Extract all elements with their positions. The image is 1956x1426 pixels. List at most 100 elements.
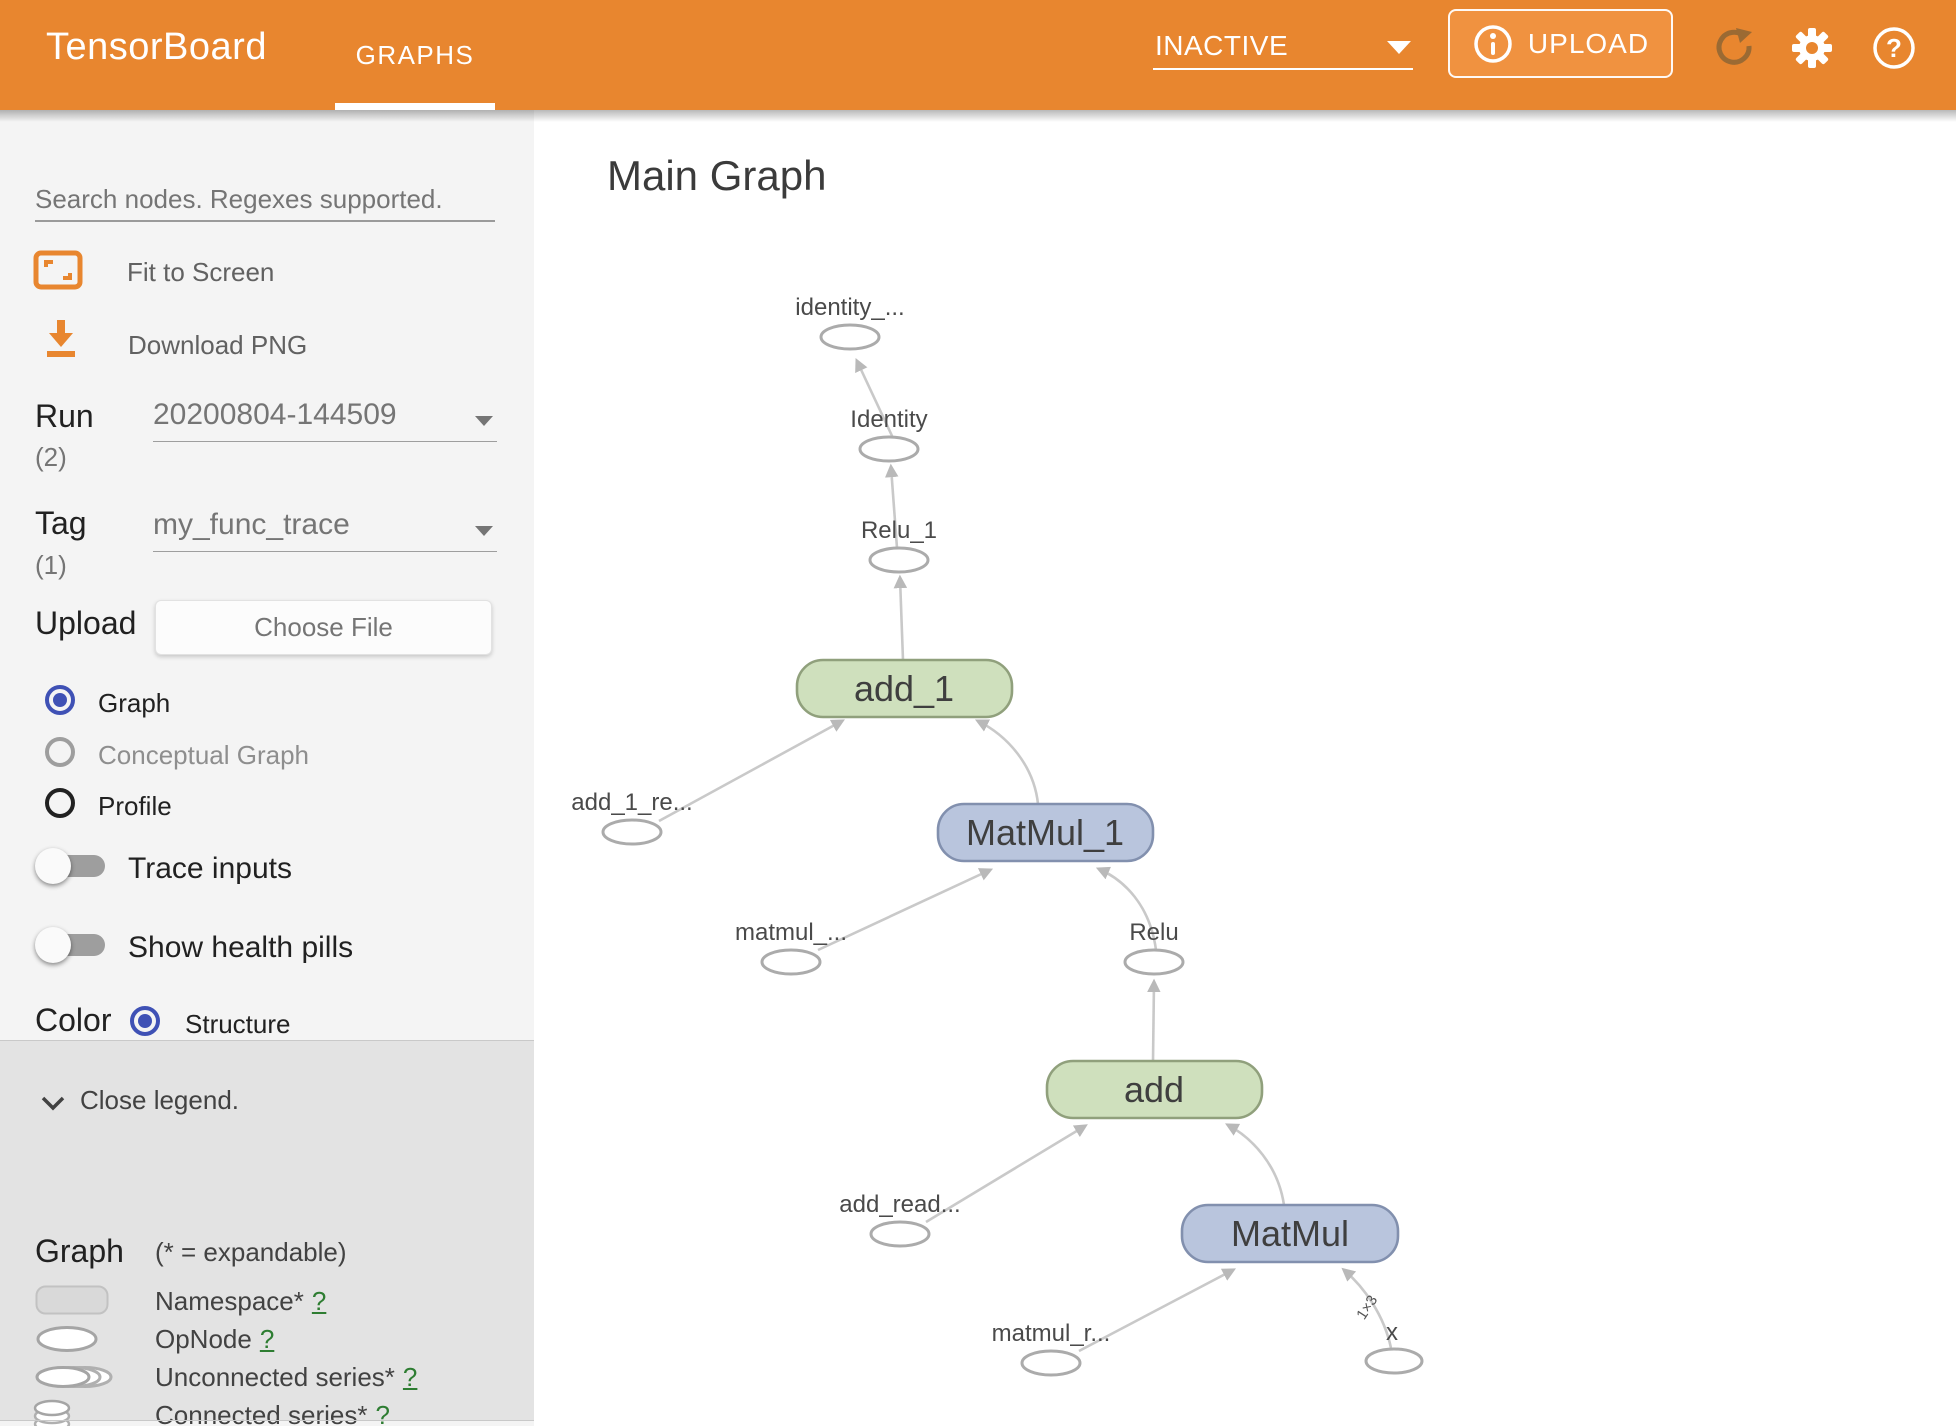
- help-icon[interactable]: ?: [1872, 26, 1916, 70]
- help-link[interactable]: ?: [311, 1286, 327, 1316]
- node-add-read[interactable]: [869, 1220, 931, 1248]
- radio-conceptual-graph-label[interactable]: Conceptual Graph: [98, 740, 310, 770]
- upload-label: Upload: [35, 605, 137, 641]
- graph-controls-sidebar: Fit to Screen Download PNG Run (2) 20200…: [0, 110, 534, 1426]
- data-status-dropdown[interactable]: INACTIVE: [1153, 24, 1413, 72]
- tag-select[interactable]: my_func_trace: [153, 508, 497, 552]
- gear-icon[interactable]: [1790, 26, 1834, 70]
- node-x[interactable]: [1364, 1347, 1424, 1375]
- radio-graph[interactable]: [45, 685, 75, 715]
- trace-inputs-toggle[interactable]: [35, 848, 110, 884]
- trace-inputs-label: Trace inputs: [128, 852, 292, 885]
- radio-profile-label[interactable]: Profile: [98, 791, 172, 821]
- tab-graphs[interactable]: GRAPHS: [355, 39, 475, 70]
- run-label: Run: [35, 398, 94, 434]
- legend-panel: Close legend. Graph (* = expandable) Nam…: [0, 1040, 534, 1426]
- download-icon: [47, 320, 75, 357]
- caret-down-icon: [475, 526, 493, 536]
- show-health-pills-label: Show health pills: [128, 931, 354, 964]
- legend-item-connected-series: Connected series*?: [155, 1400, 390, 1426]
- legend-expandable-note: (* = expandable): [155, 1237, 347, 1267]
- node-matmul-read-1[interactable]: [760, 948, 822, 976]
- data-status-value: INACTIVE: [1155, 30, 1289, 61]
- radio-color-structure[interactable]: [130, 1006, 160, 1036]
- node-label: Relu_1: [861, 517, 937, 544]
- node-add-1[interactable]: [795, 658, 1014, 719]
- opnode-icon: [36, 1326, 98, 1352]
- tag-label: Tag: [35, 505, 87, 541]
- radio-conceptual-graph[interactable]: [45, 737, 75, 767]
- node-label: matmul_r...: [992, 1320, 1111, 1347]
- choose-file-button[interactable]: Choose File: [155, 600, 492, 655]
- fit-to-screen-button[interactable]: Fit to Screen: [127, 257, 275, 287]
- edge-matmul-to-add: [1225, 1123, 1286, 1206]
- node-label: add_1_re...: [571, 789, 692, 816]
- caret-down-icon: [475, 416, 493, 426]
- node-label: MatMul: [1231, 1213, 1349, 1254]
- tag-count: (1): [35, 550, 67, 580]
- node-label: add_read...: [839, 1191, 960, 1218]
- node-label: Identity: [850, 406, 927, 433]
- close-legend-button[interactable]: Close legend.: [80, 1085, 239, 1115]
- node-label: matmul_...: [735, 919, 847, 946]
- graph-canvas[interactable]: Main Graph 1×3: [534, 110, 1956, 1426]
- edge-shape-label: 1×3: [1353, 1292, 1381, 1323]
- chevron-down-icon: [41, 1096, 65, 1111]
- edge-x-to-matmul: [1341, 1267, 1393, 1349]
- legend-heading: Graph: [35, 1233, 124, 1269]
- node-relu[interactable]: [1123, 948, 1185, 976]
- run-count: (2): [35, 442, 67, 472]
- namespace-icon: [35, 1285, 109, 1315]
- edge-addread-to-add: [925, 1124, 1088, 1224]
- node-add[interactable]: [1045, 1059, 1264, 1120]
- radio-profile[interactable]: [45, 788, 75, 818]
- active-tab-underline: [335, 103, 495, 110]
- status-dropdown-underline: [1153, 68, 1413, 70]
- graph-svg: 1×3 identity_... Identity Relu_1 add_1_r…: [571, 294, 1424, 1377]
- edge-relu-to-matmul1: [1095, 866, 1158, 951]
- app-header: TensorBoard GRAPHS INACTIVE UPLOAD: [0, 0, 1956, 122]
- run-select[interactable]: 20200804-144509: [153, 398, 497, 442]
- edge-matmulread-to-matmul: [1078, 1268, 1236, 1353]
- help-link[interactable]: ?: [402, 1362, 418, 1392]
- edge-add1read-to-add1: [658, 719, 845, 823]
- run-select-value: 20200804-144509: [153, 398, 397, 431]
- download-png-button[interactable]: Download PNG: [128, 330, 308, 360]
- radio-color-structure-label[interactable]: Structure: [185, 1009, 291, 1039]
- node-identity-out[interactable]: [819, 323, 881, 351]
- node-relu-1[interactable]: [868, 546, 930, 574]
- refresh-icon[interactable]: [1712, 24, 1756, 68]
- svg-text:?: ?: [1886, 33, 1902, 63]
- node-add-1-read[interactable]: [601, 818, 663, 846]
- node-matmul-1[interactable]: [936, 802, 1155, 863]
- color-label: Color: [35, 1002, 112, 1038]
- node-label: add: [1124, 1069, 1184, 1110]
- node-identity[interactable]: [858, 435, 920, 463]
- node-matmul-read[interactable]: [1020, 1349, 1082, 1377]
- radio-graph-label[interactable]: Graph: [98, 688, 171, 718]
- fit-to-screen-icon: [33, 250, 83, 290]
- help-link[interactable]: ?: [375, 1400, 390, 1426]
- help-link[interactable]: ?: [259, 1324, 275, 1354]
- node-label: add_1: [854, 668, 954, 709]
- caret-down-icon: [1387, 41, 1411, 54]
- node-label: Relu: [1129, 919, 1178, 946]
- sidebar-bottom-divider: [0, 1420, 534, 1421]
- info-icon: [1474, 24, 1512, 63]
- toggle-thumb: [35, 848, 71, 884]
- edge-matmulread1-to-matmul1: [817, 868, 994, 952]
- edge-relu1-to-identity: [885, 463, 899, 549]
- upload-button-label: UPLOAD: [1527, 27, 1650, 59]
- node-matmul[interactable]: [1180, 1203, 1400, 1264]
- edge-identity-to-identity-out: [855, 357, 895, 439]
- app-title: TensorBoard: [46, 26, 267, 68]
- search-input[interactable]: [35, 178, 495, 222]
- show-health-pills-toggle[interactable]: [35, 927, 110, 963]
- node-label: x: [1386, 1319, 1398, 1346]
- edge-add1-to-relu1: [893, 574, 908, 661]
- legend-item-unconnected-series: Unconnected series*?: [155, 1362, 418, 1392]
- tag-select-value: my_func_trace: [153, 508, 350, 541]
- connected-series-icon: [33, 1399, 71, 1426]
- upload-button[interactable]: UPLOAD: [1448, 9, 1673, 78]
